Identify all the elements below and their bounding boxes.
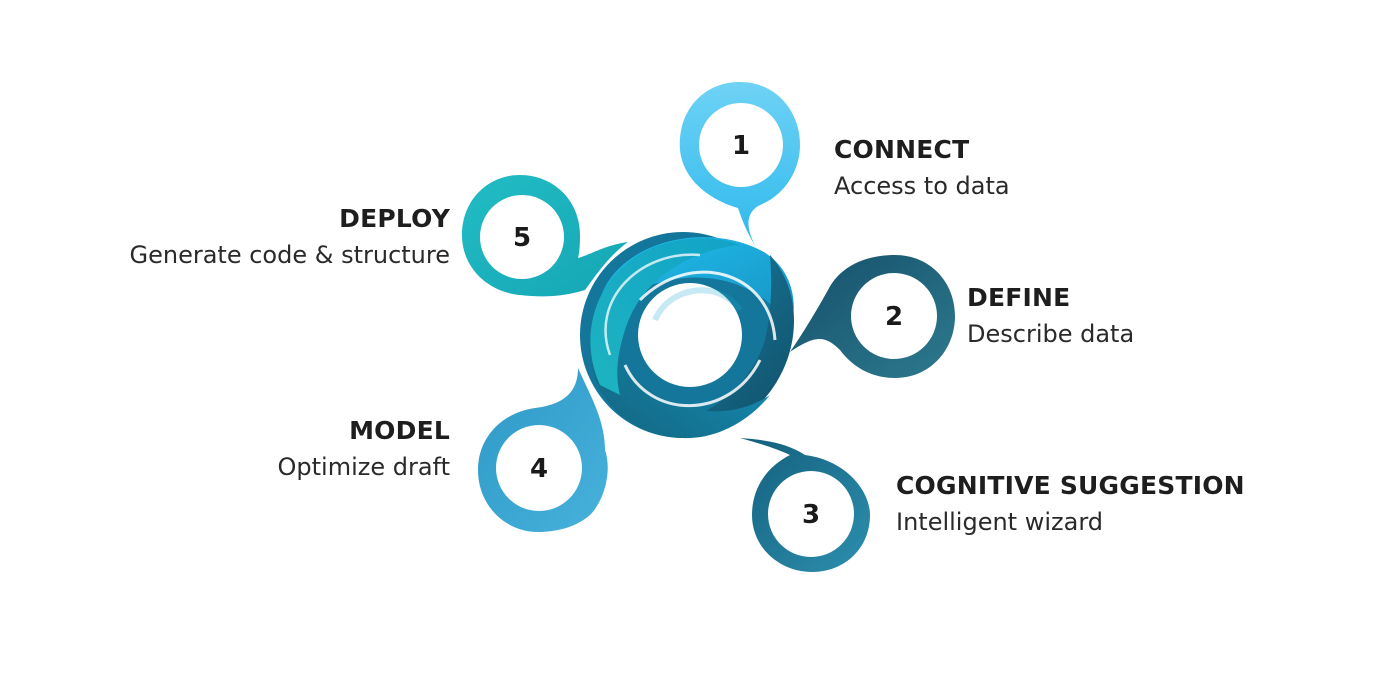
step-3-title: COGNITIVE SUGGESTION <box>896 471 1245 500</box>
step-3-droplet: 3 <box>740 438 870 572</box>
swirl-blade-right <box>645 255 794 436</box>
step-1-label: CONNECT Access to data <box>834 134 1010 201</box>
step-5-title: DEPLOY <box>339 204 450 233</box>
step-1-subtitle: Access to data <box>834 172 1010 201</box>
step-3-label: COGNITIVE SUGGESTION Intelligent wizard <box>896 470 1245 537</box>
step-4-title: MODEL <box>349 416 450 445</box>
step-4-number: 4 <box>530 454 548 484</box>
step-2-title: DEFINE <box>967 283 1071 312</box>
step-1-title: CONNECT <box>834 135 970 164</box>
step-3-number: 3 <box>802 500 820 530</box>
step-1-droplet: 1 <box>679 82 800 247</box>
step-3-subtitle: Intelligent wizard <box>896 508 1103 537</box>
step-2-droplet: 2 <box>790 255 955 378</box>
swirl-blade-bottom <box>589 295 770 439</box>
step-5-droplet: 5 <box>462 175 628 297</box>
step-2-subtitle: Describe data <box>967 320 1135 349</box>
step-4-label: MODEL Optimize draft <box>278 415 451 482</box>
step-5-label: DEPLOY Generate code & structure <box>130 203 450 270</box>
step-5-subtitle: Generate code & structure <box>129 241 450 270</box>
center-swirl <box>580 232 794 439</box>
step-2-number: 2 <box>885 302 903 332</box>
step-2-label: DEFINE Describe data <box>967 282 1134 349</box>
step-1-number: 1 <box>732 131 750 161</box>
swirl-blade-left <box>590 238 740 395</box>
step-5-number: 5 <box>513 223 531 253</box>
step-4-droplet: 4 <box>478 368 608 532</box>
step-4-subtitle: Optimize draft <box>277 453 451 482</box>
